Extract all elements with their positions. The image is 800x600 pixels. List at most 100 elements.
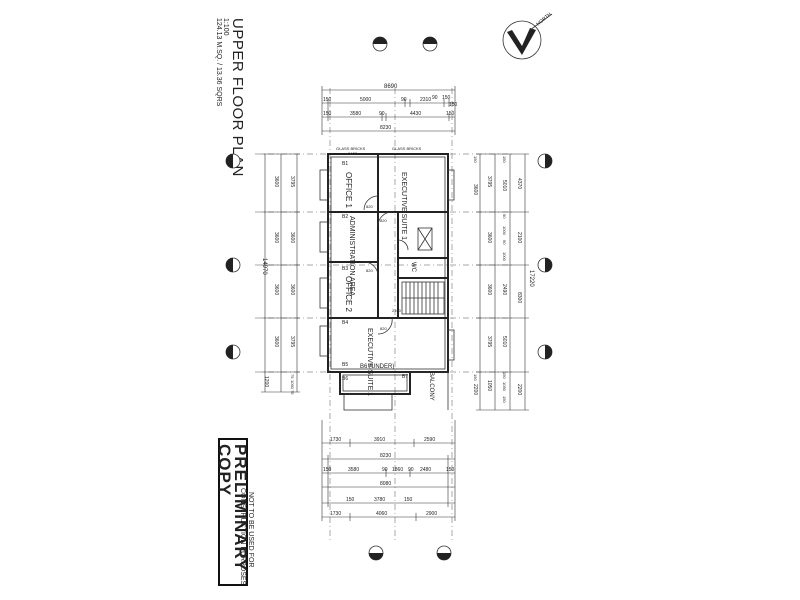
room-balcony: BALCONY <box>428 372 434 401</box>
dim-top-overall: 8690 <box>384 84 398 90</box>
mark-b7: B7 <box>402 374 408 380</box>
dim-top-r2-2: 90 <box>379 111 385 117</box>
dim-bot-r4: 8080 <box>380 481 391 487</box>
dim-top-r3: 8230 <box>380 125 391 131</box>
dim-right-r1-2: 8300 <box>516 292 522 303</box>
door-2100: 2100 <box>392 308 402 313</box>
dim-top-r1-4: 90 <box>432 95 438 101</box>
dim-top-r1-5: 150 <box>442 95 451 101</box>
north-arrow-icon: NORTH <box>502 11 553 60</box>
dim-top-r2-4: 150 <box>446 111 455 117</box>
dim-bot-r5-2: 150 <box>404 497 413 503</box>
dim-top-r1-1: 5000 <box>360 97 371 103</box>
dim-right-r4-3: 2200 <box>472 384 478 395</box>
dim-left-outer: 14970 <box>261 258 267 275</box>
label-b6-under: B6 (UNDER) <box>360 364 394 370</box>
grid-bubble-top-1 <box>372 36 388 52</box>
dim-right-r3-4: 1050 <box>486 380 492 391</box>
dim-bot-r6-1: 4060 <box>376 511 387 517</box>
grid-bubble-right-3 <box>537 344 553 360</box>
dim-right-r2-2: 90 <box>502 214 507 219</box>
dim-right-r2-6: 2490 <box>501 284 507 295</box>
dim-right-r3-0: 3795 <box>486 176 492 187</box>
dim-left-r2-0: 3795 <box>289 176 295 187</box>
preliminary-stamp: PRELIMINARY COPY <box>215 438 250 586</box>
dim-bot-r5-0: 150 <box>346 497 355 503</box>
dim-top-r2-1: 3580 <box>350 111 361 117</box>
dim-left-r3-1: 1050 <box>290 380 295 390</box>
dim-bot-r6-2: 2900 <box>426 511 437 517</box>
dim-right-r2-8: 150 <box>502 372 507 379</box>
dim-bot-r2: 8230 <box>380 453 391 459</box>
grid-bubble-left-2 <box>225 257 241 273</box>
room-wc: WC <box>410 262 416 273</box>
dim-top-r1-2: 90 <box>401 97 407 103</box>
dim-right-r2-10: 150 <box>502 396 507 403</box>
dim-right-r2-1: 5010 <box>501 180 507 191</box>
dim-bot-r5-1: 3780 <box>374 497 385 503</box>
dim-top-r1-6: 150 <box>449 102 458 108</box>
dim-top-r2-0: 150 <box>323 111 332 117</box>
dim-top-r1-0: 150 <box>323 97 332 103</box>
dim-left-r1-0: 3600 <box>273 176 279 187</box>
dim-left-r1-1: 3600 <box>273 232 279 243</box>
building-walls <box>319 153 455 411</box>
dim-bot-r3-1: 3580 <box>348 467 359 473</box>
room-labels: OFFICE 1 ADMINISTRATION AREA OFFICE 2 EX… <box>336 146 434 401</box>
dim-bot-r3-2: 90 <box>382 467 388 473</box>
room-executive-suite-bottom: EXECUTIVE SUITE 1 <box>366 328 373 396</box>
dim-top-r2-3: 4430 <box>410 111 421 117</box>
dim-left-r1-2: 3600 <box>273 284 279 295</box>
mark-b4: B4 <box>342 320 348 326</box>
dim-right-r4-2: 150 <box>473 374 478 381</box>
room-executive-suite-top: EXECUTIVE SUITE 1 <box>400 172 407 240</box>
dim-bot-r1-1: 3910 <box>374 437 385 443</box>
label-glass-bricks-sub: 0427 <box>348 151 358 156</box>
dim-bot-r3-0: 150 <box>323 467 332 473</box>
dim-bot-r1-2: 2590 <box>424 437 435 443</box>
door-820-d: 820 <box>380 326 387 331</box>
dim-left-r3-2: 75 <box>290 390 295 395</box>
mark-b6: B6 <box>342 376 348 382</box>
grid-bubble-left-3 <box>225 344 241 360</box>
grid-bubble-right-1 <box>537 153 553 169</box>
north-label: NORTH <box>535 11 553 27</box>
dim-right-r2-4: 90 <box>502 240 507 245</box>
dim-left-r1-4: 1200 <box>263 376 269 387</box>
dim-left-r2-2: 3600 <box>289 284 295 295</box>
dim-right-r2-7: 5010 <box>501 336 507 347</box>
dim-right-r1-3: 2200 <box>516 384 522 395</box>
dim-right-r2-5: 1000 <box>502 252 507 262</box>
dim-left-r2-3: 3795 <box>289 336 295 347</box>
door-820-a: 820 <box>366 204 373 209</box>
grid-bubble-right-2 <box>537 257 553 273</box>
dims-top: 8690 150 5000 90 2310 90 150 150 150 358… <box>321 84 458 135</box>
dim-right-r3-2: 3600 <box>486 284 492 295</box>
mark-b1: B1 <box>342 161 348 167</box>
door-820-b: 820 <box>380 218 387 223</box>
mark-b2: B2 <box>342 214 348 220</box>
dim-right-outer: 17220 <box>528 270 534 287</box>
balcony <box>339 371 449 411</box>
mark-b5: B5 <box>342 362 348 368</box>
dim-bot-r3-6: 150 <box>446 467 455 473</box>
dim-bot-r3-4: 90 <box>408 467 414 473</box>
mark-b3: B3 <box>342 266 348 272</box>
grid-bubble-bottom-2 <box>436 545 452 561</box>
grid-bubble-top-2 <box>422 36 438 52</box>
dim-right-r3-1: 3600 <box>486 232 492 243</box>
dim-right-r2-3: 1000 <box>502 226 507 236</box>
dim-right-r2-0: 150 <box>502 156 507 163</box>
grid-bubble-bottom-1 <box>368 545 384 561</box>
dim-right-r4-0: 150 <box>473 156 478 163</box>
dim-right-r1-1: 2100 <box>516 232 522 243</box>
dim-bot-r3-5: 2480 <box>420 467 431 473</box>
dim-right-r4-1: 3600 <box>472 184 478 195</box>
label-glass-bricks-b: GLASS BRICKS <box>392 146 422 151</box>
dims-left: 14970 3600 3600 3600 3600 1200 3795 3600… <box>261 153 300 395</box>
room-admin-area: ADMINISTRATION AREA <box>348 216 355 296</box>
dims-right: 17220 4370 2100 8300 2200 150 5010 90 10… <box>472 153 534 411</box>
dims-bottom: 1730 3910 2590 8230 150 3580 90 1860 90 … <box>321 420 456 521</box>
door-820-c: 820 <box>366 268 373 273</box>
